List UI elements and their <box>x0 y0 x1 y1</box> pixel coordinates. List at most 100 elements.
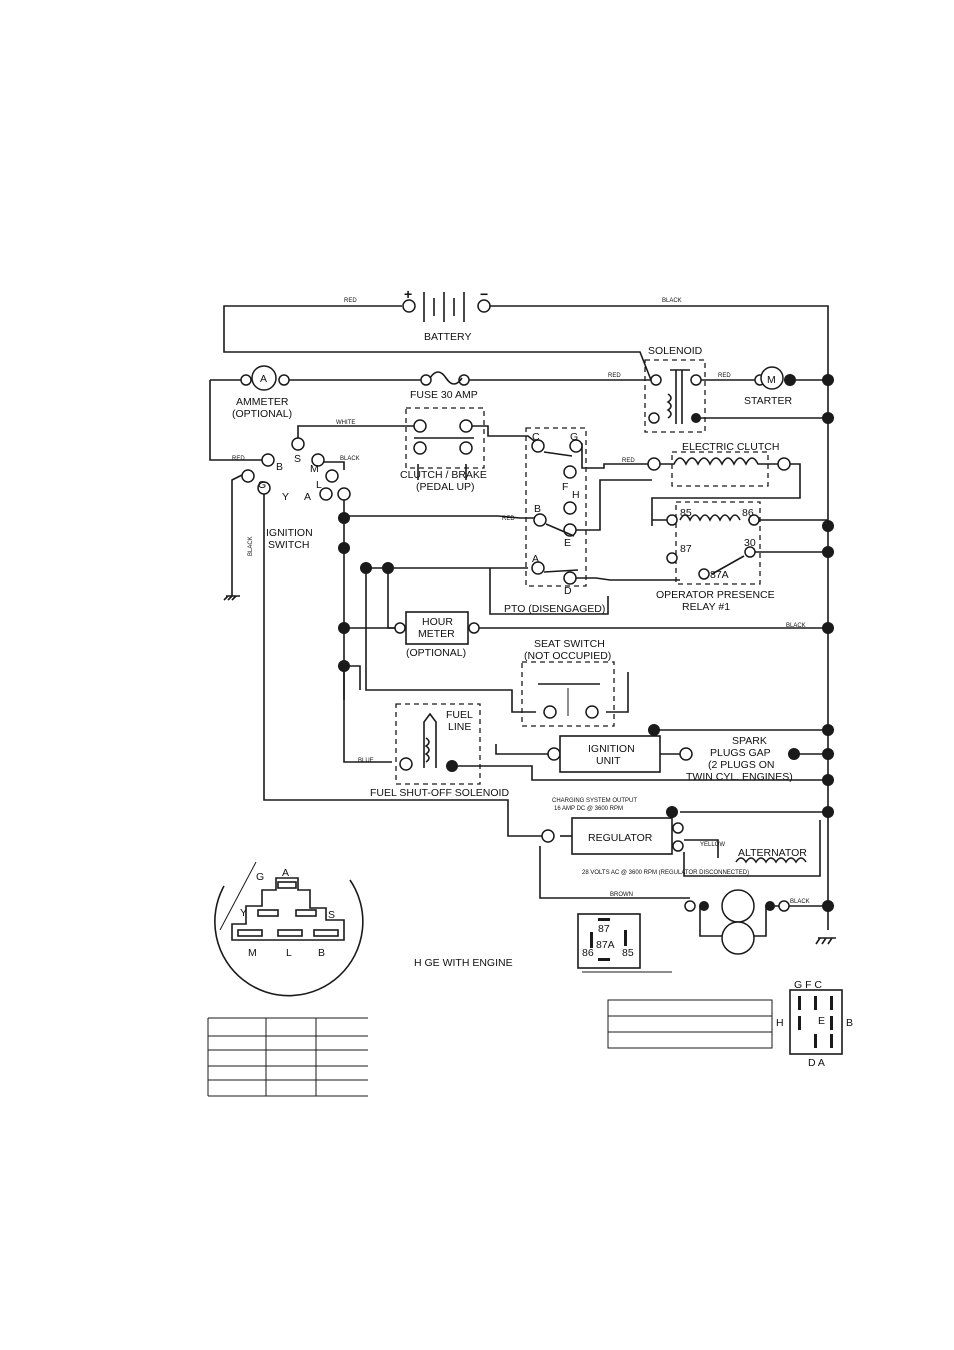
relay-detail-87: 87 <box>598 923 610 935</box>
ignition-switch-line2: SWITCH <box>268 539 309 551</box>
fuel-line-line1: FUEL <box>446 709 473 721</box>
ignition-unit: IGNITION UNIT <box>547 735 693 773</box>
wire-black-hour: BLACK <box>786 623 806 629</box>
electric-clutch: ELECTRIC CLUTCH RED <box>622 441 791 487</box>
starter: M STARTER <box>744 366 796 407</box>
spark-line2: PLUGS GAP <box>710 747 771 759</box>
fuel-line-line2: LINE <box>448 721 471 733</box>
key-letter-g: G <box>256 871 264 883</box>
key-letter-y: Y <box>240 907 247 919</box>
wire-black-ground: BLACK <box>248 536 254 556</box>
alternator-label: ALTERNATOR <box>738 847 807 859</box>
caption: H GE WITH ENGINE <box>414 957 513 969</box>
seat-switch: SEAT SWITCH (NOT OCCUPIED) <box>521 638 615 727</box>
wire-red-solenoid: RED <box>608 373 621 379</box>
fuel-solenoid-label: FUEL SHUT-OFF SOLENOID <box>370 787 509 799</box>
pto-term-h: H <box>572 489 580 501</box>
fuse-label: FUSE 30 AMP <box>410 389 478 401</box>
hour-meter-line1: HOUR <box>422 616 453 628</box>
wire-black-battery: BLACK <box>662 298 682 304</box>
relay-term-30: 30 <box>744 537 756 549</box>
pto-term-g: G <box>570 431 578 443</box>
starter-label: STARTER <box>744 395 792 407</box>
wire-blue: BLUE <box>358 758 374 764</box>
spark-line1: SPARK <box>732 735 767 747</box>
battery-minus: − <box>480 286 488 302</box>
ignition-unit-line1: IGNITION <box>588 743 635 755</box>
wires <box>209 305 836 945</box>
table-left <box>207 1017 368 1097</box>
junction-dots <box>338 374 834 912</box>
relay-term-87: 87 <box>680 543 692 555</box>
ignition-term-l: L <box>316 479 322 491</box>
pto-label: PTO (DISENGAGED) <box>504 603 605 615</box>
pto-switch: C G F H B E A D PTO (DISENGAGED) RED <box>502 427 605 615</box>
hour-meter: HOUR METER (OPTIONAL) BLACK <box>394 611 806 659</box>
ammeter-line1: AMMETER <box>236 396 289 408</box>
seat-switch-line1: SEAT SWITCH <box>534 638 605 650</box>
spark-line4: TWIN CYL. ENGINES) <box>686 771 793 783</box>
ignition-term-s: S <box>294 453 301 465</box>
ignition-term-y: Y <box>282 491 289 503</box>
relay-term-86: 86 <box>742 507 754 519</box>
relay-detail: 87 87A 86 85 <box>577 913 641 969</box>
alternator-note: 28 VOLTS AC @ 3600 RPM (REGULATOR DISCON… <box>582 870 749 876</box>
wire-red-clutch: RED <box>622 458 635 464</box>
wire-red-starter: RED <box>718 373 731 379</box>
key-switch-detail: G A Y S M L B <box>214 861 364 997</box>
wire-black-alternator: BLACK <box>790 899 810 905</box>
clutch-brake-line1: CLUTCH / BRAKE <box>400 469 487 481</box>
ammeter: A AMMETER (OPTIONAL) <box>232 365 292 420</box>
relay-line2: RELAY #1 <box>682 601 730 613</box>
relay-term-87a: 87A <box>710 569 729 581</box>
relay-detail-86: 86 <box>582 947 594 959</box>
clutch-brake-line2: (PEDAL UP) <box>416 481 475 493</box>
spark-plugs: SPARK PLUGS GAP (2 PLUGS ON TWIN CYL. EN… <box>686 735 800 783</box>
clutch-brake-switch: CLUTCH / BRAKE (PEDAL UP) WHITE <box>336 407 487 493</box>
solenoid: SOLENOID RED RED <box>608 345 731 433</box>
pto-detail-e: E <box>818 1015 825 1027</box>
pto-detail: G F C H E B D A <box>776 979 853 1069</box>
table-right <box>607 999 773 1049</box>
regulator-label: REGULATOR <box>588 832 653 844</box>
ignition-term-a: A <box>304 491 311 503</box>
wire-red-ignition: RED <box>232 456 245 462</box>
wire-white: WHITE <box>336 420 355 426</box>
key-letter-m: M <box>248 947 257 959</box>
wire-brown: BROWN <box>610 892 633 898</box>
wire-red-pto: RED <box>502 516 515 522</box>
seat-switch-line2: (NOT OCCUPIED) <box>524 650 611 662</box>
electric-clutch-label: ELECTRIC CLUTCH <box>682 441 779 453</box>
pto-detail-bottom: D A <box>808 1057 825 1069</box>
ammeter-symbol: A <box>260 373 267 385</box>
ignition-switch-line1: IGNITION <box>266 527 313 539</box>
battery-negative-terminal <box>477 299 491 313</box>
battery-plus: + <box>404 286 412 302</box>
wire-yellow: YELLOW <box>700 842 725 848</box>
alternator: ALTERNATOR 28 VOLTS AC @ 3600 RPM (REGUL… <box>582 847 810 955</box>
relay-detail-87a: 87A <box>596 939 615 951</box>
pto-detail-b: B <box>846 1017 853 1029</box>
spark-line3: (2 PLUGS ON <box>708 759 775 771</box>
key-letter-l: L <box>286 947 292 959</box>
relay-line1: OPERATOR PRESENCE <box>656 589 775 601</box>
ignition-term-g: G <box>258 479 266 491</box>
ignition-term-b: B <box>276 461 283 473</box>
ignition-switch: B S M G L Y A IGNITION SWITCH RED BLACK … <box>232 437 360 556</box>
ignition-unit-line2: UNIT <box>596 755 621 767</box>
pto-term-f: F <box>562 481 568 493</box>
ammeter-line2: (OPTIONAL) <box>232 408 292 420</box>
pto-term-e: E <box>564 537 571 549</box>
charging-line1: CHARGING SYSTEM OUTPUT <box>552 798 637 804</box>
fuel-shutoff-solenoid: FUEL LINE FUEL SHUT-OFF SOLENOID BLUE <box>358 703 509 799</box>
relay-term-85: 85 <box>680 507 692 519</box>
fuse: FUSE 30 AMP <box>410 371 478 401</box>
pto-detail-top: G F C <box>794 979 822 991</box>
wire-black-ignition: BLACK <box>340 456 360 462</box>
charging-line2: 16 AMP DC @ 3600 RPM <box>554 806 623 812</box>
pto-term-c: C <box>532 431 540 443</box>
wire-red-battery: RED <box>344 298 357 304</box>
battery-positive-terminal <box>402 299 416 313</box>
pto-term-b: B <box>534 503 541 515</box>
